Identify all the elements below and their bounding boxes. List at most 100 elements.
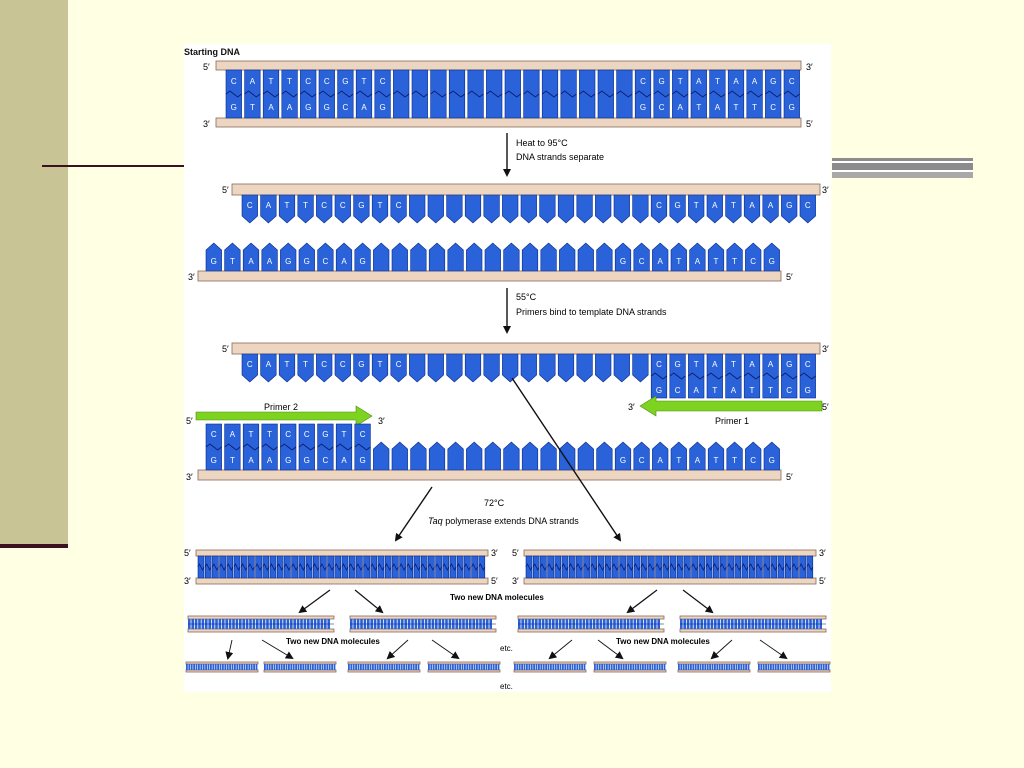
base-pair [384,664,386,670]
end-label: 3′ [184,576,191,586]
base-pair [264,664,266,670]
base-letter: T [768,386,773,395]
base-pair [461,664,464,670]
base-pair [813,664,815,670]
step2-description: Primers bind to template DNA strands [516,307,667,317]
base-letter: T [694,201,699,210]
base-letter: A [696,77,702,86]
base-pair [333,664,336,670]
base-letter: C [247,201,253,210]
base-pair [770,664,772,670]
nucleotide-base [652,441,669,471]
base-pair [758,664,760,670]
nucleotide-base [557,194,575,224]
sugar-phosphate-backbone [513,661,587,665]
base-letter: T [378,360,383,369]
base-pair [278,664,281,670]
base-pair [207,664,210,670]
base-pair [634,664,637,670]
base-pair [767,664,770,670]
base-pair [212,664,215,670]
sugar-phosphate-backbone [187,615,335,620]
base-pair [348,664,350,670]
base-pair [654,664,656,670]
nucleotide-base [371,194,389,224]
base-letter: A [361,103,367,112]
nucleotide-base [297,194,314,224]
nucleotide-base [614,242,632,272]
nucleotide-base [241,353,258,383]
base-letter: T [715,77,720,86]
nucleotide-base [706,194,723,224]
base-pair [186,664,188,670]
nucleotide-base [373,441,390,471]
base-letter: T [303,201,308,210]
base-letter: C [340,201,346,210]
base-pair [396,664,398,670]
base-pair [606,664,608,670]
base-pair [726,664,728,670]
nucleotide-base [763,441,780,471]
base-pair [562,664,564,670]
base-pair [578,664,581,670]
base-pair [200,664,203,670]
base-pair [226,664,229,670]
base-pair [728,664,731,670]
sugar-phosphate-backbone [677,661,751,665]
nucleotide-base [595,353,612,383]
base-letter: A [749,201,755,210]
hydrogen-bond [712,563,720,571]
taq-label: Taq [428,516,443,526]
hydrogen-bond [648,563,655,571]
nucleotide-base [614,441,632,471]
base-letter: C [770,103,776,112]
base-pair [243,664,246,670]
base-pair [222,664,224,670]
hydrogen-bond [560,90,577,98]
base-letter: C [324,77,330,86]
etc-label: etc. [500,682,513,691]
base-letter: G [769,257,775,266]
hydrogen-bond [298,563,306,571]
base-pair [791,664,794,670]
hydrogen-bond [305,563,313,571]
step3-description: Taq polymerase extends DNA strands [428,516,579,526]
base-pair [740,664,743,670]
base-pair [283,664,285,670]
base-letter: C [285,430,291,439]
base-pair [304,664,307,670]
base-pair [620,664,623,670]
base-pair [608,664,611,670]
process-arrow [298,589,331,614]
sugar-phosphate-backbone [187,628,335,633]
nucleotide-base [503,441,520,471]
nucleotide-base [725,194,742,224]
nucleotide-base [652,242,669,272]
base-pair [784,664,787,670]
nucleotide-base [466,242,483,272]
hydrogen-bond [727,90,745,98]
nucleotide-base [633,441,650,471]
base-pair [747,664,750,670]
hydrogen-bond [743,372,761,380]
base-pair [408,664,410,670]
hydrogen-bond [269,563,277,571]
base-pair [437,664,440,670]
base-pair [682,664,685,670]
hydrogen-bond [244,90,261,98]
base-pair [745,664,747,670]
base-letter: A [248,456,254,465]
end-label: 3′ [378,416,385,426]
sugar-phosphate-backbone [347,669,421,673]
base-pair [379,664,381,670]
base-letter: C [321,201,327,210]
nucleotide-base [298,242,315,272]
base-pair [772,664,775,670]
base-letter: A [678,103,684,112]
base-pair [810,664,813,670]
sugar-phosphate-backbone [185,669,259,673]
base-pair [302,664,305,670]
base-pair [480,664,483,670]
nucleotide-base [559,242,576,272]
base-letter: G [805,386,811,395]
